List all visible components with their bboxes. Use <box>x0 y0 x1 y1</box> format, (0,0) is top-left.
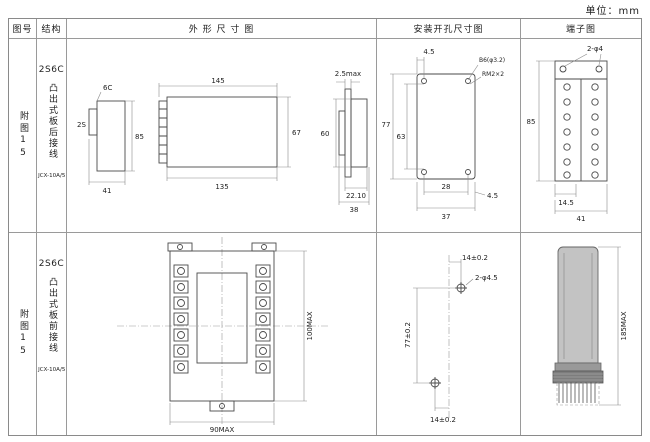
dim-28: 28 <box>442 183 451 191</box>
dim-145: 145 <box>211 77 224 85</box>
dim-2210: 22.10 <box>346 192 366 200</box>
dim-14-top: 14±0.2 <box>462 254 488 262</box>
relay-profile-view <box>338 88 368 178</box>
dim-37: 37 <box>442 213 451 221</box>
cutout-dims <box>390 57 486 211</box>
row2-terminal-drawing: 185MAX <box>552 246 628 406</box>
row2-fig-cell: 附图15 <box>9 233 37 435</box>
dim-185max: 185MAX <box>620 311 628 340</box>
dim-63: 63 <box>397 133 406 141</box>
header-structure: 结构 <box>37 19 67 39</box>
relay-front-view <box>158 96 278 168</box>
row2-model: 2S6C <box>38 259 65 269</box>
row1-structure-desc: 凸出式板后接线 <box>47 83 57 160</box>
front-view-dims <box>158 83 291 181</box>
dim-14-bottom: 14±0.2 <box>430 416 456 424</box>
note-rm2: RM2×2 <box>482 71 504 78</box>
row2-terminal-cell: 185MAX <box>521 233 641 435</box>
header-terminal: 端子图 <box>521 19 641 39</box>
dimension-table: 图号 结构 外 形 尺 寸 图 安装开孔尺寸图 端子图 附图15 2S6C 凸出… <box>8 18 642 436</box>
row2-structure-desc: 凸出式板前接线 <box>47 277 57 354</box>
dim-38: 38 <box>350 206 359 214</box>
center-lines <box>117 237 329 425</box>
dim-25max: 2.5max <box>335 70 361 78</box>
socket-front-view <box>167 242 277 412</box>
row2-part-number: JCX-10A/5 <box>37 366 66 373</box>
row1-install-cell: 4.5 B6(φ3.2) RM2×2 77 63 28 37 4.5 <box>377 39 521 233</box>
row1-part-number: JCX-10A/5 <box>37 172 66 179</box>
row1-model: 2S6C <box>38 65 65 75</box>
drill-dims <box>413 259 474 411</box>
dim-45-corner: 4.5 <box>487 192 498 200</box>
dim-90max: 90MAX <box>210 426 235 434</box>
row1-fig-cell: 附图15 <box>9 39 37 233</box>
unit-label: 单位：mm <box>585 6 640 17</box>
row2-structure-cell: 2S6C 凸出式板前接线 JCX-10A/5 <box>37 233 67 435</box>
dim-145-terminal: 14.5 <box>558 199 574 207</box>
dim-45-top: 4.5 <box>423 48 434 56</box>
profile-view-dims <box>333 79 370 205</box>
row2-outline-drawing: 100MAX 90MAX <box>117 237 329 434</box>
dim-135: 135 <box>215 183 228 191</box>
header-fig: 图号 <box>9 19 37 39</box>
silhouette-dims <box>598 246 621 406</box>
row1-outline-cell: 6C 2S 85 41 145 135 67 <box>67 39 377 233</box>
dim-100max: 100MAX <box>306 311 314 340</box>
side-view-dims <box>88 91 135 185</box>
header-install: 安装开孔尺寸图 <box>377 19 521 39</box>
note-b6: B6(φ3.2) <box>479 57 505 64</box>
row1-fig-number: 附图15 <box>18 110 28 161</box>
row2-outline-cell: 100MAX 90MAX <box>67 233 377 435</box>
dim-41-terminal: 41 <box>577 215 586 223</box>
row1-terminal-cell: 2-φ4 85 14.5 41 <box>521 39 641 233</box>
panel-cutout <box>416 73 476 180</box>
dim-60: 60 <box>321 130 330 138</box>
header-outline: 外 形 尺 寸 图 <box>67 19 377 39</box>
row1-structure-cell: 2S6C 凸出式板后接线 JCX-10A/5 <box>37 39 67 233</box>
row2-install-drawing: 14±0.2 2-φ4.5 77±0.2 14±0.2 <box>404 254 498 424</box>
row1-outline-drawing: 6C 2S 85 41 145 135 67 <box>77 70 370 214</box>
row1-terminal-drawing: 2-φ4 85 14.5 41 <box>527 45 608 223</box>
socket-dims <box>169 250 307 425</box>
dim-85: 85 <box>135 133 144 141</box>
dim-2s: 2S <box>77 121 86 129</box>
dim-77-02: 77±0.2 <box>404 322 412 348</box>
note-2phi45: 2-φ4.5 <box>475 274 498 282</box>
dim-6c: 6C <box>103 84 112 92</box>
row2-install-cell: 14±0.2 2-φ4.5 77±0.2 14±0.2 <box>377 233 521 435</box>
relay-side-view <box>88 100 126 172</box>
row1-install-drawing: 4.5 B6(φ3.2) RM2×2 77 63 28 37 4.5 <box>382 48 506 221</box>
dim-77: 77 <box>382 121 391 129</box>
drill-holes <box>429 282 467 389</box>
relay-silhouette <box>552 246 604 406</box>
dim-85-terminal: 85 <box>527 118 536 126</box>
terminal-block <box>554 60 608 182</box>
dim-67: 67 <box>292 129 301 137</box>
terminal-dims <box>536 53 608 214</box>
dim-41: 41 <box>103 187 112 195</box>
row2-fig-number: 附图15 <box>18 309 28 359</box>
note-2phi4: 2-φ4 <box>587 45 604 53</box>
